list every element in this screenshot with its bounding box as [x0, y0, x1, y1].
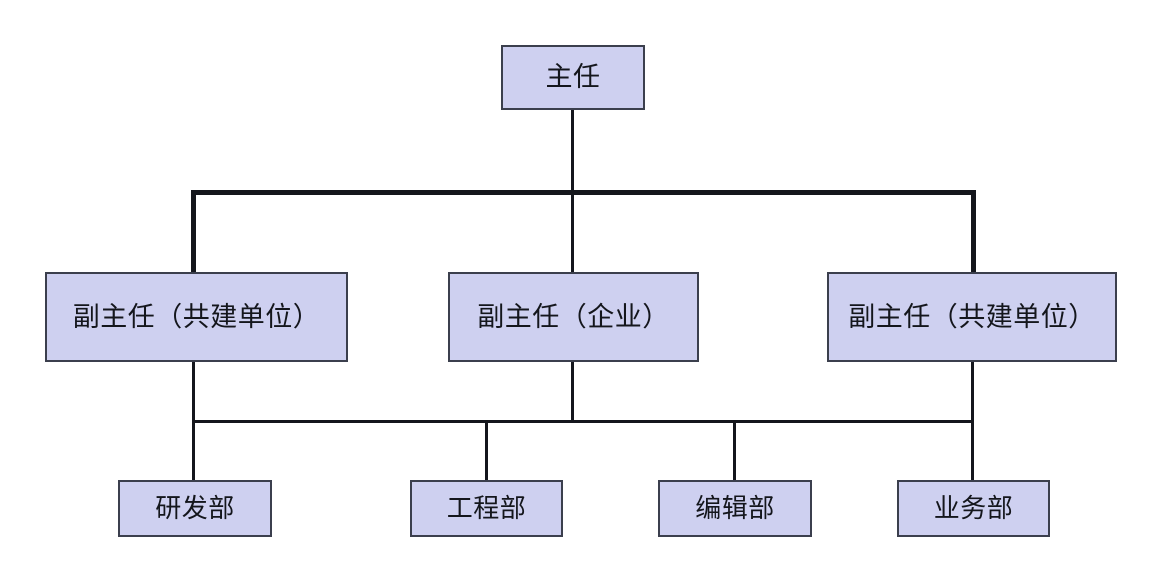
node-dept-engineering[interactable]: 工程部	[410, 480, 563, 537]
connector-deputy-enterprise-stem	[571, 362, 574, 423]
node-dept-rd-label: 研发部	[155, 493, 235, 524]
node-deputy-joint-right-label: 副主任（共建单位）	[848, 301, 1096, 333]
connector-to-dept-editorial	[733, 420, 736, 482]
node-deputy-enterprise[interactable]: 副主任（企业）	[448, 272, 699, 362]
node-dept-rd[interactable]: 研发部	[118, 480, 272, 537]
node-dept-business-label: 业务部	[933, 493, 1014, 524]
node-deputy-joint-left[interactable]: 副主任（共建单位）	[45, 272, 348, 362]
node-dept-engineering-label: 工程部	[446, 493, 527, 524]
node-dept-editorial-label: 编辑部	[695, 493, 775, 524]
node-director-label: 主任	[545, 62, 601, 93]
connector-to-dept-engineering	[485, 420, 488, 482]
node-dept-business[interactable]: 业务部	[897, 480, 1050, 537]
connector-level2-bus	[191, 190, 976, 195]
node-deputy-joint-right[interactable]: 副主任（共建单位）	[827, 272, 1117, 362]
connector-to-deputy-joint-right	[971, 190, 976, 274]
node-dept-editorial[interactable]: 编辑部	[658, 480, 812, 537]
connector-level3-bus	[192, 420, 974, 423]
node-deputy-joint-left-label: 副主任（共建单位）	[72, 301, 321, 333]
node-deputy-enterprise-label: 副主任（企业）	[477, 301, 670, 333]
node-director[interactable]: 主任	[501, 45, 645, 110]
connector-to-deputy-joint-left	[191, 190, 196, 274]
